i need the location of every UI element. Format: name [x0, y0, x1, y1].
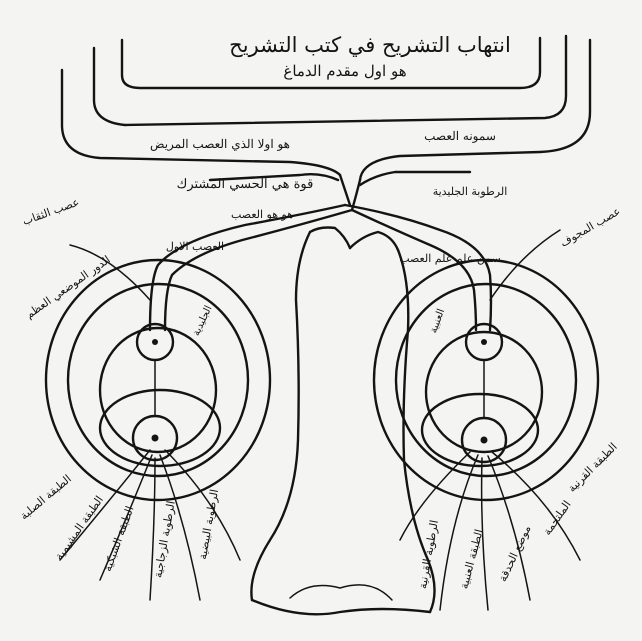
diagram-title: انتهاب التشريح في كتب التشريح: [229, 33, 511, 58]
left-eye: [44, 258, 272, 502]
label-center-small: هو هو العصب: [231, 208, 293, 221]
label-left-lower-2: الطبقة المشيمية: [52, 493, 106, 562]
label-right-lower-1: الرطوبة القرنية: [416, 519, 441, 590]
label-right-lower-5: الطبقة القرنية: [565, 440, 619, 494]
label-left-lower-3: الطبقة الشبكية: [101, 504, 137, 573]
label-right-top: الرطوبة الجليدية: [433, 185, 508, 198]
brain-outline: [60, 34, 592, 212]
label-left-side-2: الدور الموضعي العظم: [23, 253, 112, 321]
right-eye: [372, 258, 600, 502]
label-right-lower-4: الملتحمة: [541, 498, 574, 537]
label-upper-right: سمونه العصب: [424, 129, 496, 143]
label-left-lower-4: الرطوبة الزجاجية: [151, 500, 177, 579]
diagram-subtitle: هو اول مقدم الدماغ: [283, 62, 406, 80]
central-stem: [250, 226, 436, 616]
label-left-eye-inner: الجليدية: [191, 304, 214, 338]
label-left-side-1: عصب الثقاب: [21, 195, 81, 228]
label-left-lower-1: الطبقة الصلبة: [18, 472, 74, 522]
label-stem-left: العصب الاول: [166, 240, 224, 253]
label-middle: قوة هي الحسي المشترك: [177, 177, 314, 192]
label-right-lower-2: الطبقة العنبية: [457, 528, 485, 591]
label-left-lower-5: الرطوبة البيضية: [196, 488, 221, 560]
label-stem-right: سمن علم علم العصب: [399, 252, 501, 265]
label-right-eye-inner: العنبية: [428, 307, 447, 334]
leader-lines: [59, 229, 581, 611]
label-upper-left: هو اولا الذي العصب المريض: [150, 137, 290, 151]
label-right-side-2: عصب المجوف: [558, 204, 623, 249]
